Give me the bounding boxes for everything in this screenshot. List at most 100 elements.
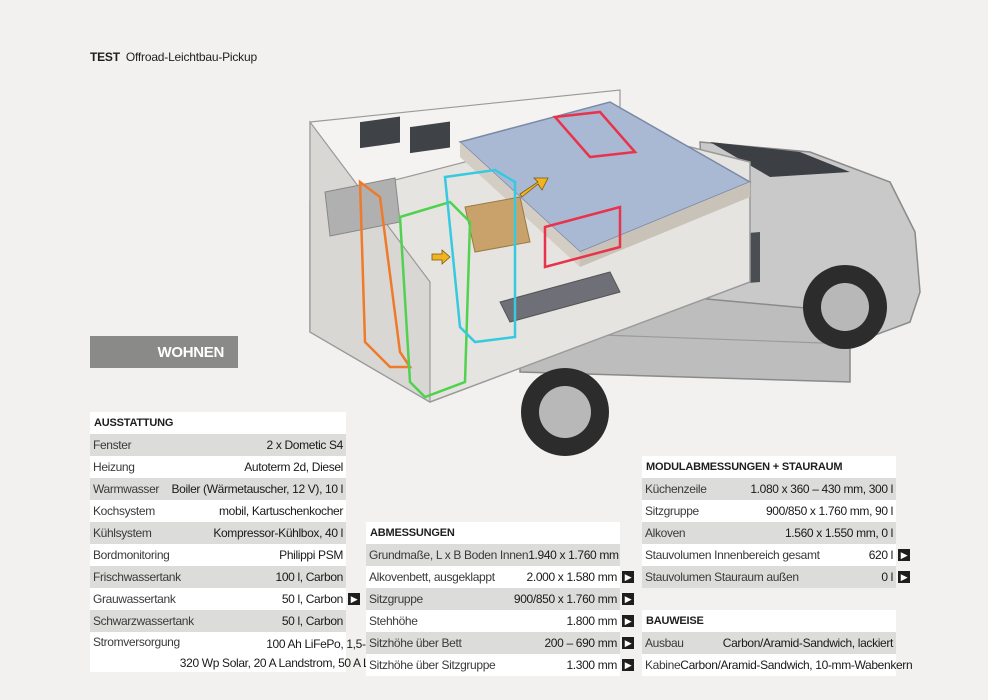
table-header: ABMESSUNGEN xyxy=(366,522,620,544)
row-value: Autoterm 2d, Diesel xyxy=(244,460,343,474)
row-value: 100 l, Carbon xyxy=(275,570,344,584)
green-outline xyxy=(398,200,472,399)
table-row: Stauvolumen Stauraum außen 0 l ▶ xyxy=(642,566,910,588)
row-value: Boiler (Wärmetauscher, 12 V), 10 l xyxy=(171,482,343,496)
table-row: Schwarzwassertank 50 l, Carbon xyxy=(90,610,346,632)
cabin-window-1 xyxy=(360,116,400,149)
row-label: Stauvolumen Stauraum außen xyxy=(645,570,799,584)
row-value: Carbon/Aramid-Sandwich, 10-mm-Wabenkern xyxy=(680,658,913,672)
table-row: Sitzgruppe 900/850 x 1.760 mm, 90 l xyxy=(642,500,896,522)
row-value: 620 l xyxy=(868,548,894,562)
row-label: Stauvolumen Innenbereich gesamt xyxy=(645,548,820,562)
row-label: Sitzhöhe über Sitzgruppe xyxy=(369,658,496,672)
row-label: Grundmaße, L x B Boden Innen xyxy=(369,548,529,562)
arrow-right-icon: ▶ xyxy=(622,615,634,627)
row-label: Alkoven xyxy=(645,526,686,540)
table-row: Sitzhöhe über Bett 200 – 690 mm ▶ xyxy=(366,632,634,654)
arrow-right-icon: ▶ xyxy=(622,571,634,583)
row-value: 900/850 x 1.760 mm, 90 l xyxy=(765,504,893,518)
table-row: Stehhöhe 1.800 mm ▶ xyxy=(366,610,634,632)
row-label: Kühlsystem xyxy=(93,526,152,540)
table-row: Fenster 2 x Dometic S4 xyxy=(90,434,346,456)
row-label: Schwarzwassertank xyxy=(93,614,194,628)
row-value: 50 l, Carbon xyxy=(281,614,344,628)
table-row: Ausbau Carbon/Aramid-Sandwich, lackiert xyxy=(642,632,896,654)
arrow-right-icon: ▶ xyxy=(622,659,634,671)
row-value: 1.940 x 1.760 mm xyxy=(528,548,619,562)
row-value: 2 x Dometic S4 xyxy=(266,438,344,452)
row-value: 900/850 x 1.760 mm xyxy=(513,592,617,606)
table-row: Frischwassertank 100 l, Carbon xyxy=(90,566,346,588)
red-outline-front xyxy=(543,205,622,269)
row-value: Philippi PSM xyxy=(279,548,343,562)
row-value: 2.000 x 1.580 mm xyxy=(526,570,618,584)
table-row: Warmwasser Boiler (Wärmetauscher, 12 V), … xyxy=(90,478,346,500)
row-label: Warmwasser xyxy=(93,482,160,496)
row-label: Heizung xyxy=(93,460,135,474)
right-arrow-icon xyxy=(431,249,451,265)
row-label: Ausbau xyxy=(645,636,684,650)
up-arrow-icon xyxy=(519,177,549,198)
row-label: Küchenzeile xyxy=(645,482,707,496)
row-label: Sitzhöhe über Bett xyxy=(369,636,462,650)
table-row: Grauwassertank 50 l, Carbon ▶ xyxy=(90,588,360,610)
row-label: Bordmonitoring xyxy=(93,548,170,562)
table-header: BAUWEISE xyxy=(642,610,896,632)
red-outline-top xyxy=(552,110,638,159)
truck-windshield xyxy=(710,142,850,177)
page-header: TEST Offroad-Leichtbau-Pickup xyxy=(90,50,257,64)
row-value: 0 l xyxy=(881,570,893,584)
row-label: Alkovenbett, ausgeklappt xyxy=(369,570,495,584)
table-row: Alkovenbett, ausgeklappt 2.000 x 1.580 mm… xyxy=(366,566,634,588)
table-row: Bordmonitoring Philippi PSM xyxy=(90,544,346,566)
arrow-right-icon: ▶ xyxy=(898,571,910,583)
table-row: Stauvolumen Innenbereich gesamt 620 l ▶ xyxy=(642,544,910,566)
table-row: Heizung Autoterm 2d, Diesel xyxy=(90,456,346,478)
section-banner-wohnen: WOHNEN xyxy=(90,336,238,368)
row-label: Frischwassertank xyxy=(93,570,181,584)
table-header: MODULABMESSUNGEN + STAURAUM xyxy=(642,456,896,478)
header-label: TEST xyxy=(90,50,120,64)
row-label: Kabine xyxy=(645,658,681,672)
ausstattung-table: AUSSTATTUNG Fenster 2 x Dometic S4 Heizun… xyxy=(90,412,426,672)
row-value: 1.800 mm xyxy=(566,614,617,628)
row-value: 1.560 x 1.550 mm, 0 l xyxy=(784,526,893,540)
arrow-right-icon: ▶ xyxy=(622,593,634,605)
pickup-camper-illustration xyxy=(309,89,921,456)
bench-seat xyxy=(499,271,621,323)
cabin-window-2 xyxy=(410,121,450,154)
row-label: Stehhöhe xyxy=(369,614,418,628)
table-row: Sitzhöhe über Sitzgruppe 1.300 mm ▶ xyxy=(366,654,634,676)
row-value: 50 l, Carbon xyxy=(281,592,344,606)
banner-label: WOHNEN xyxy=(157,343,224,361)
row-value: Kompressor-Kühlbox, 40 l xyxy=(213,526,343,540)
table-row: Kühlsystem Kompressor-Kühlbox, 40 l xyxy=(90,522,346,544)
row-value: 200 – 690 mm xyxy=(544,636,617,650)
arrow-right-icon: ▶ xyxy=(622,637,634,649)
arrow-right-icon: ▶ xyxy=(898,549,910,561)
table-row: Küchenzeile 1.080 x 360 – 430 mm, 300 l xyxy=(642,478,896,500)
arrow-right-icon: ▶ xyxy=(348,593,360,605)
abmessungen-table: ABMESSUNGEN Grundmaße, L x B Boden Innen… xyxy=(366,522,634,676)
header-subtitle: Offroad-Leichtbau-Pickup xyxy=(125,50,257,64)
row-label: Sitzgruppe xyxy=(645,504,699,518)
row-value: 1.300 mm xyxy=(566,658,617,672)
row-value: Carbon/Aramid-Sandwich, lackiert xyxy=(722,636,894,650)
table-row: Kochsystem mobil, Kartuschenkocher xyxy=(90,500,346,522)
bauweise-table: BAUWEISE Ausbau Carbon/Aramid-Sandwich, l… xyxy=(642,610,913,676)
row-value: 1.080 x 360 – 430 mm, 300 l xyxy=(750,482,893,496)
row-label: Fenster xyxy=(93,438,132,452)
row-label: Stromversorgung xyxy=(93,635,180,649)
row-value-line2: 320 Wp Solar, 20 A Landstrom, 50 A Ladeb… xyxy=(179,656,426,670)
row-label: Grauwassertank xyxy=(93,592,176,606)
modulabmessungen-table: MODULABMESSUNGEN + STAURAUM Küchenzeile 1… xyxy=(642,456,910,588)
row-label: Kochsystem xyxy=(93,504,155,518)
table xyxy=(464,196,531,253)
table-row: Alkoven 1.560 x 1.550 mm, 0 l xyxy=(642,522,896,544)
table-header: AUSSTATTUNG xyxy=(90,412,346,434)
row-value: mobil, Kartuschenkocher xyxy=(218,504,343,518)
